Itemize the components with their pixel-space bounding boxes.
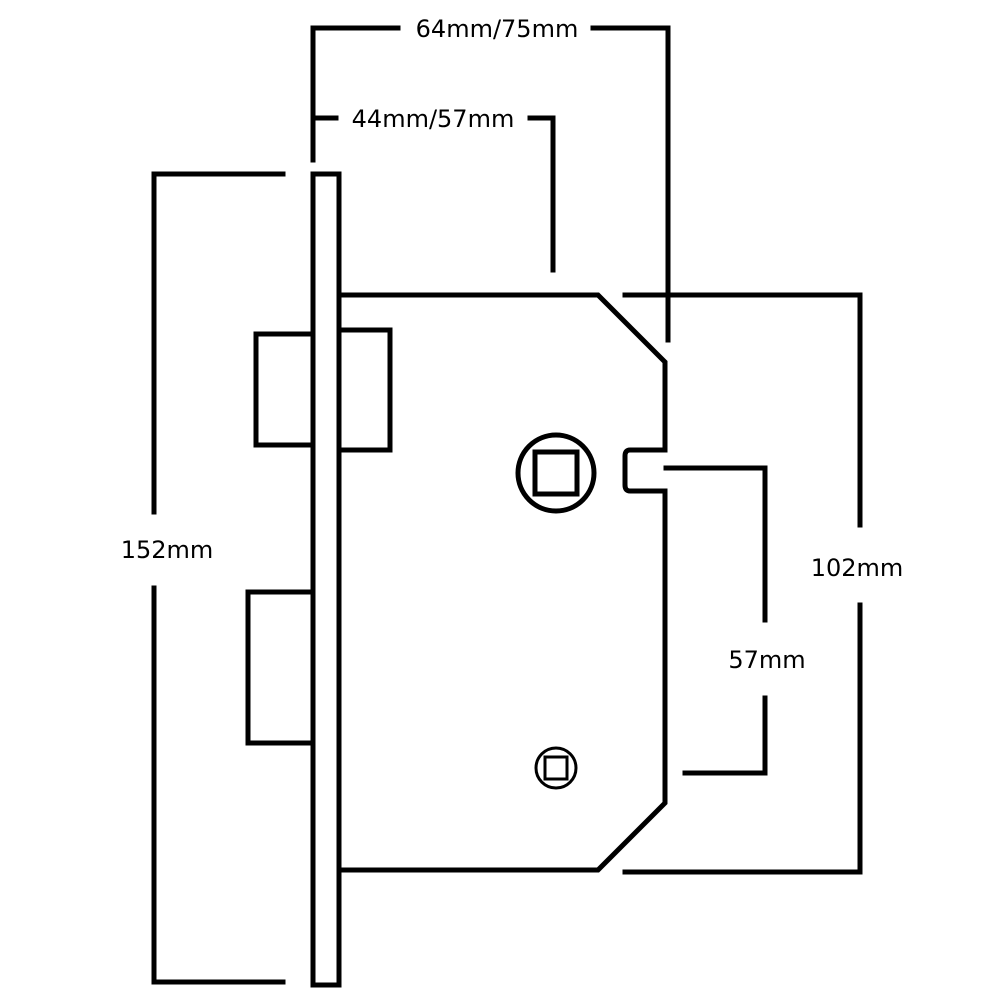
label-centres: 57mm <box>728 646 805 674</box>
lock-case <box>336 292 668 873</box>
dead-bolt <box>245 589 316 746</box>
dimension-line-backset <box>310 115 556 273</box>
label-forend-height: 152mm <box>121 536 214 564</box>
label-backset: 44mm/57mm <box>352 105 515 133</box>
label-overall-backset: 64mm/75mm <box>416 15 579 43</box>
follower-square <box>532 449 580 497</box>
label-case-height: 102mm <box>811 554 904 582</box>
follower-ring <box>515 432 597 514</box>
forend-plate <box>310 171 342 988</box>
key-spindle-square <box>543 755 569 781</box>
dimension-line-case-height <box>622 292 863 875</box>
dimension-line-forend-height <box>151 171 286 985</box>
dimension-line-centres <box>663 465 768 776</box>
key-spindle-ring <box>534 746 578 790</box>
latch-bolt-left <box>253 331 316 448</box>
latch-bolt-right <box>336 327 393 453</box>
